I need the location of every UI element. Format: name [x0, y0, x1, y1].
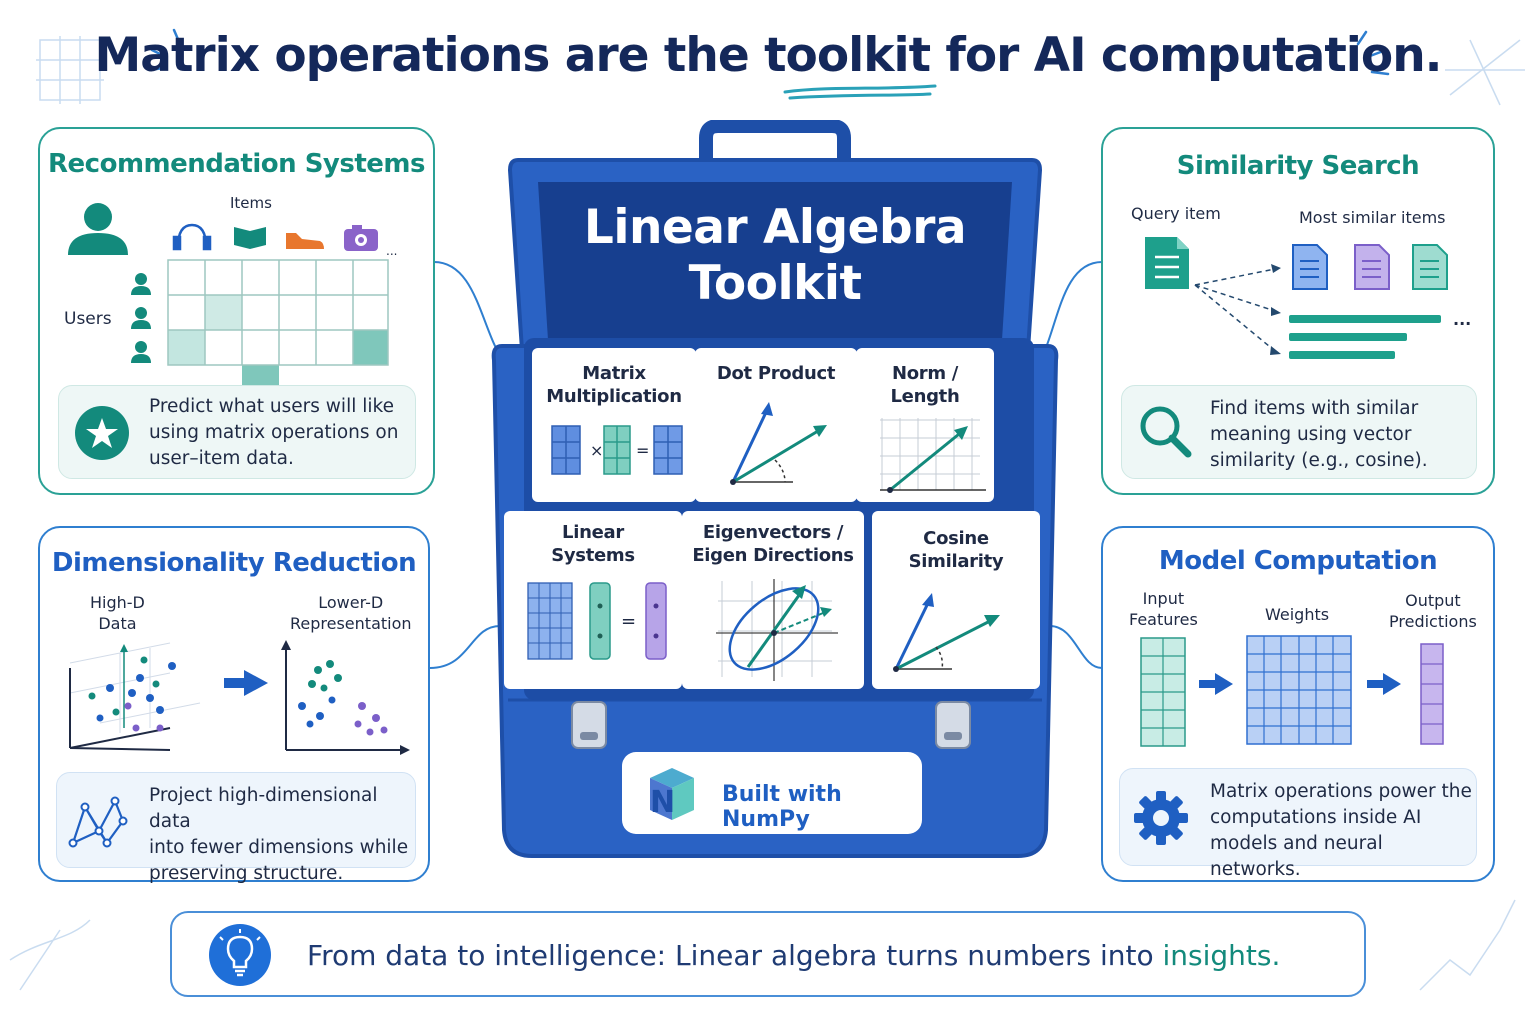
query-document-icon: [1145, 237, 1189, 289]
headphones-icon: [172, 223, 212, 251]
shoe-icon: [286, 233, 324, 249]
similar-document-purple-icon: [1354, 244, 1390, 290]
info-text: Matrix operations power the computations…: [1210, 781, 1472, 880]
arrow-right-icon: [1199, 673, 1233, 695]
toolkit-title-line2: Toolkit: [688, 256, 862, 311]
toolkit-title-line1: Linear Algebra: [583, 200, 967, 255]
panel-title: Dimensionality Reduction: [51, 548, 417, 578]
title-text-end: for AI computation.: [930, 28, 1442, 83]
similarity-bars: [1289, 315, 1441, 359]
lightbulb-icon: [209, 924, 271, 986]
panel-title: Recommendation Systems: [48, 149, 425, 179]
info-text: Predict what users will like using matri…: [149, 396, 399, 469]
badge-text: Built with NumPy: [722, 782, 842, 832]
more-ellipsis: ...: [1453, 310, 1472, 329]
panel-similarity-search: Similarity Search Query item Most simila…: [1101, 127, 1495, 495]
weights-label: Weights: [1265, 605, 1330, 624]
similar-document-teal-icon: [1412, 244, 1448, 290]
title-highlight: toolkit: [764, 28, 931, 83]
book-icon: [234, 227, 266, 249]
page-title: Matrix operations are the toolkit for AI…: [0, 28, 1536, 83]
norm-grid-icon: [880, 418, 986, 493]
magnifier-icon: [1140, 406, 1192, 458]
model-diagram: [1140, 635, 1444, 747]
cell-title: Eigenvectors /Eigen Directions: [692, 522, 854, 566]
svg-text:N: N: [650, 785, 675, 820]
footer-banner: From data to intelligence: Linear algebr…: [170, 911, 1366, 997]
cell-eigenvectors: Eigenvectors /Eigen Directions: [682, 511, 864, 689]
cosine-angle-icon: [893, 593, 1000, 672]
panel-title: Model Computation: [1158, 546, 1438, 576]
matrix-multiply-icon: × =: [551, 425, 683, 475]
cell-norm-length: Norm /Length: [856, 348, 994, 502]
eigen-ellipse-icon: [716, 579, 838, 681]
arrow-right-icon: [1367, 673, 1401, 695]
panel-recommendation-systems: Recommendation Systems Items Users ...: [38, 127, 435, 495]
input-matrix: [1140, 637, 1186, 747]
footer-highlight: insights.: [1162, 939, 1281, 972]
output-vector: [1420, 643, 1444, 745]
query-label: Query item: [1131, 204, 1221, 223]
2d-scatter-plot: [281, 640, 410, 755]
info-box: Predict what users will like using matri…: [58, 385, 416, 479]
user-item-matrix: [68, 203, 389, 389]
users-label: Users: [64, 309, 112, 329]
title-text-start: Matrix operations are the: [94, 28, 765, 83]
similarity-diagram: [1145, 237, 1448, 359]
info-box: Project high-dimensional data into fewer…: [56, 772, 416, 884]
footer-text-main: From data to intelligence: Linear algebr…: [307, 939, 1163, 972]
numpy-badge: N Built with NumPy: [622, 752, 922, 834]
user-avatar-icon: [68, 203, 128, 255]
cell-dot-product: Dot Product: [695, 348, 857, 502]
items-label: Items: [230, 194, 272, 212]
svg-text:×: ×: [590, 441, 603, 460]
arrow-right-icon: [224, 670, 268, 696]
3d-scatter-plot: [69, 642, 201, 751]
dot-product-icon: [730, 402, 827, 485]
svg-text:=: =: [621, 611, 636, 632]
more-ellipsis: ...: [386, 244, 398, 258]
gear-icon: [1134, 791, 1188, 845]
weights-matrix: [1246, 635, 1352, 745]
panel-title: Similarity Search: [1176, 151, 1420, 181]
network-icon: [68, 796, 128, 848]
footer-text: From data to intelligence: Linear algebr…: [307, 939, 1280, 972]
toolkit-title: Linear Algebra Toolkit: [560, 200, 990, 312]
svg-text:=: =: [636, 441, 649, 460]
info-box: Find items with similar meaning using ve…: [1121, 385, 1477, 479]
cell-title: Dot Product: [716, 363, 836, 384]
info-text: Project high-dimensional data into fewer…: [149, 785, 409, 884]
dimensionality-diagram: [69, 640, 410, 755]
cell-title: Norm /Length: [890, 363, 960, 407]
similar-label: Most similar items: [1299, 208, 1446, 227]
linear-system-icon: =: [527, 582, 667, 660]
numpy-logo-icon: N: [650, 768, 694, 820]
similar-document-blue-icon: [1292, 244, 1328, 290]
user-small-icons: [131, 273, 151, 363]
star-icon: [75, 406, 129, 460]
info-text: Find items with similar meaning using ve…: [1210, 398, 1428, 471]
info-box: Matrix operations power the computations…: [1119, 768, 1477, 880]
camera-icon: [344, 225, 378, 251]
